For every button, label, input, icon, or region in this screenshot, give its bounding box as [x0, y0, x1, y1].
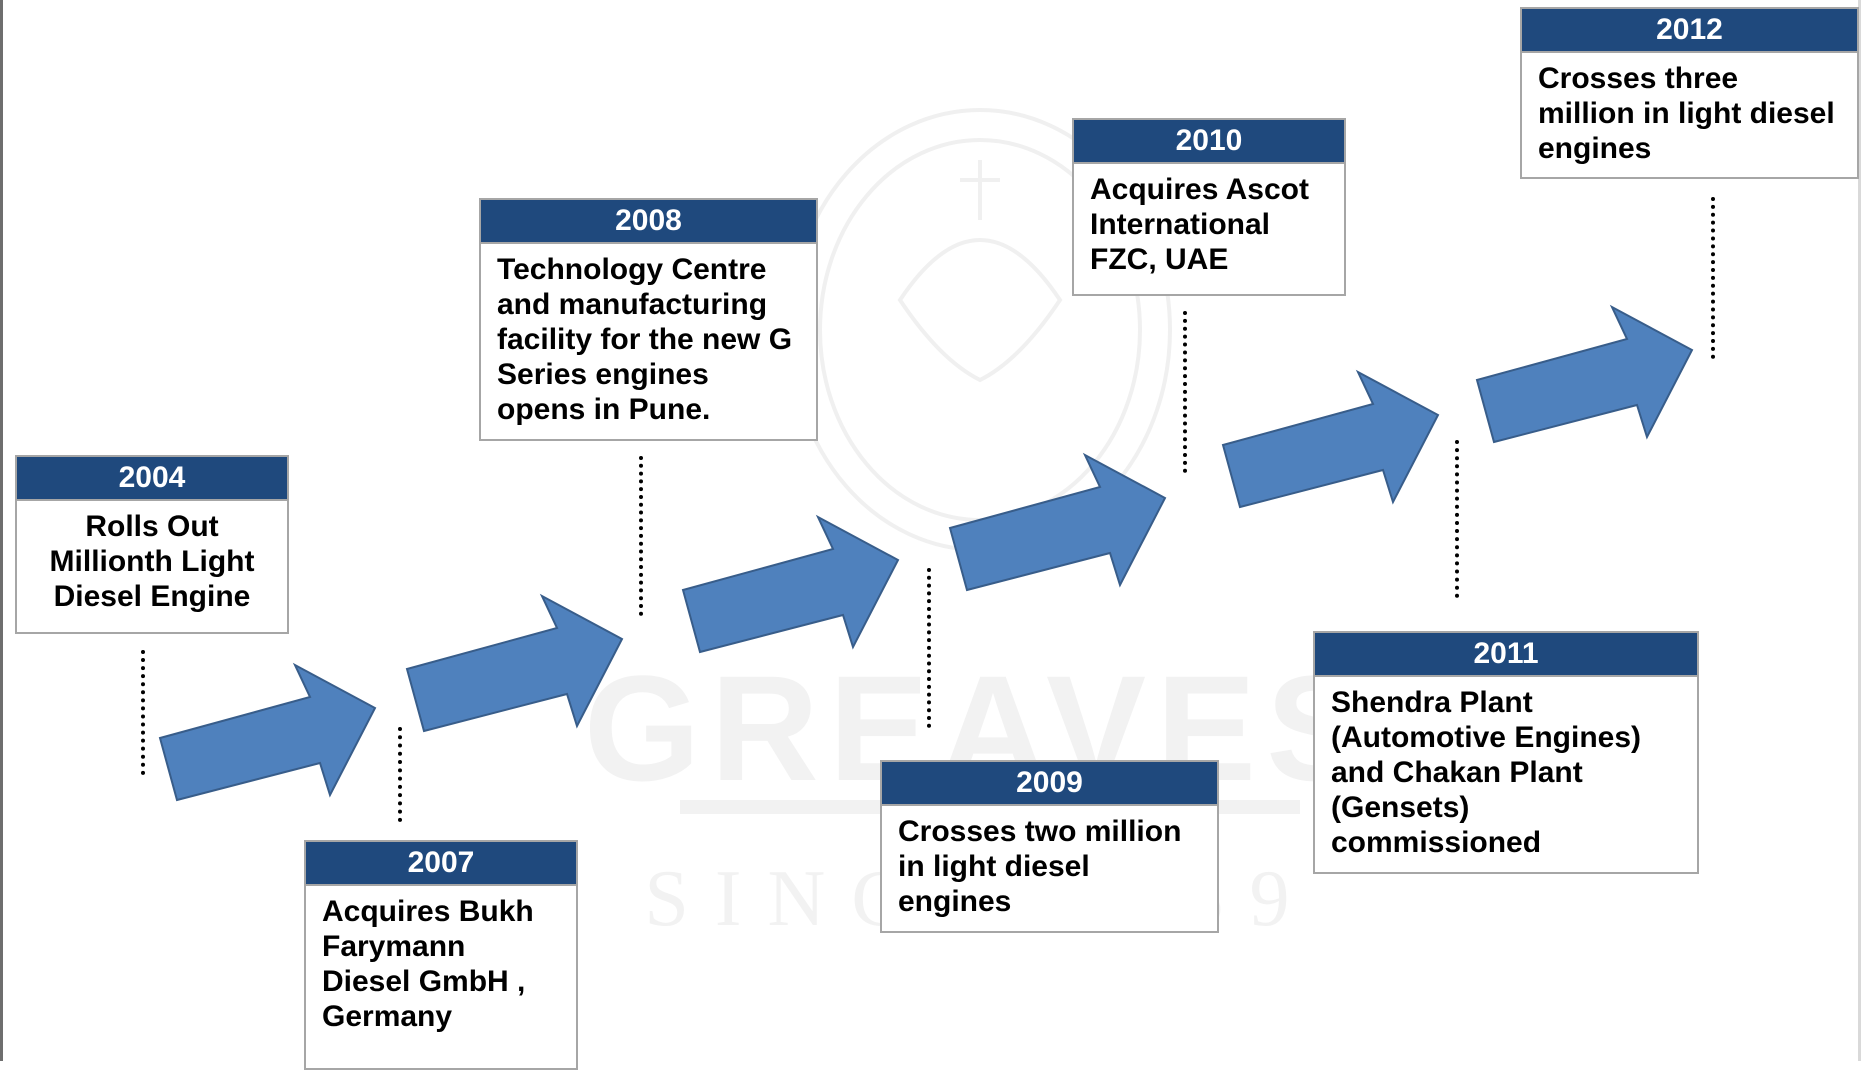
connector-2007	[398, 727, 402, 822]
milestone-year: 2012	[1522, 9, 1857, 53]
connector-2010	[1183, 311, 1187, 473]
milestone-description: Acquires Ascot International FZC, UAE	[1090, 173, 1309, 276]
milestone-card-2008: 2008 Technology Centre and manufacturing…	[479, 198, 818, 441]
arrow-6-icon	[1475, 304, 1694, 444]
milestone-year: 2008	[481, 200, 816, 244]
milestone-card-2007: 2007 Acquires Bukh Farymann Diesel GmbH …	[304, 840, 578, 1070]
milestone-card-2012: 2012 Crosses three million in light dies…	[1520, 7, 1859, 179]
milestone-description: Technology Centre and manufacturing faci…	[497, 253, 793, 426]
connector-2004	[141, 650, 145, 775]
arrow-3-icon	[681, 514, 900, 654]
milestone-description: Acquires Bukh Farymann Diesel GmbH , Ger…	[322, 895, 534, 1033]
milestone-card-2004: 2004 Rolls Out Millionth Light Diesel En…	[15, 455, 289, 634]
connector-2009	[927, 568, 931, 728]
milestone-description: Rolls Out Millionth Light Diesel Engine	[49, 510, 255, 613]
milestone-card-2009: 2009 Crosses two million in light diesel…	[880, 760, 1219, 933]
milestone-year: 2007	[306, 842, 576, 886]
milestone-year: 2010	[1074, 120, 1344, 164]
milestone-description: Crosses three million in light diesel en…	[1538, 62, 1835, 165]
milestone-card-2011: 2011 Shendra Plant (Automotive Engines) …	[1313, 631, 1699, 874]
arrow-2-icon	[405, 593, 624, 733]
left-border-line	[0, 0, 3, 1061]
milestone-year: 2011	[1315, 633, 1697, 677]
arrow-4-icon	[948, 452, 1167, 592]
connector-2012	[1711, 197, 1715, 359]
milestone-card-2010: 2010 Acquires Ascot International FZC, U…	[1072, 118, 1346, 296]
arrow-1-icon	[158, 662, 377, 802]
connector-2008	[639, 456, 643, 616]
right-border-line	[1858, 0, 1861, 1061]
connector-2011	[1455, 440, 1459, 598]
milestone-description: Crosses two million in light diesel engi…	[898, 815, 1182, 918]
arrow-5-icon	[1221, 369, 1440, 509]
milestone-year: 2009	[882, 762, 1217, 806]
milestone-description: Shendra Plant (Automotive Engines) and C…	[1331, 686, 1642, 859]
milestone-year: 2004	[17, 457, 287, 501]
